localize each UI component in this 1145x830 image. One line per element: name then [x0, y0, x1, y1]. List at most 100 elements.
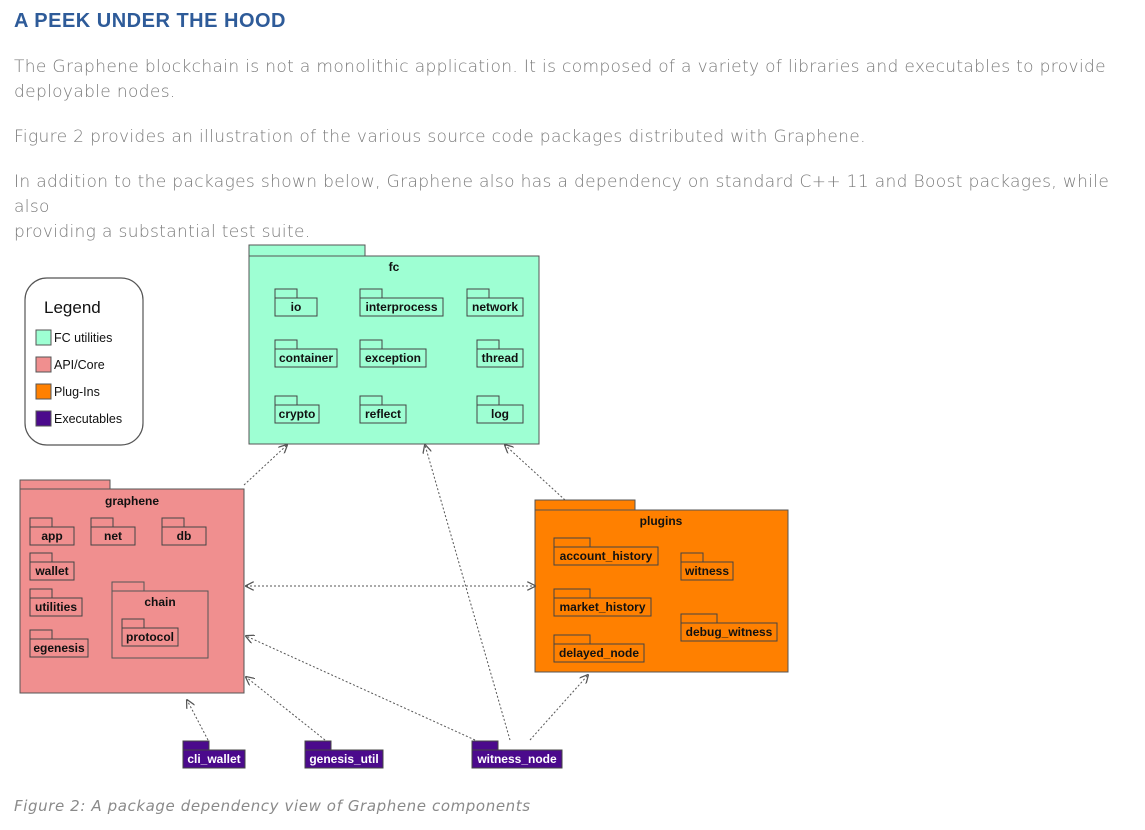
- executables: cli_wallet genesis_util witness_node: [182, 740, 563, 769]
- plugins-package-tab: [534, 499, 636, 511]
- dependency-arrows: [187, 445, 588, 741]
- package-label: utilities: [35, 600, 77, 614]
- paragraph-line: deployable nodes.: [14, 82, 176, 102]
- package-box: [90, 526, 136, 546]
- graphene-subpackages: app net db wallet utilities egenesis: [29, 517, 207, 658]
- package-app: app: [29, 517, 75, 546]
- package-label: io: [291, 300, 302, 314]
- package-thread: thread: [476, 339, 524, 368]
- package-interprocess: interprocess: [359, 288, 444, 317]
- package-tab: [29, 552, 53, 563]
- package-tab: [553, 634, 591, 645]
- package-network: network: [466, 288, 524, 317]
- package-label: crypto: [279, 407, 316, 421]
- fc-package-title: fc: [389, 260, 400, 274]
- package-tab: [274, 288, 298, 299]
- legend-title: Legend: [44, 298, 101, 317]
- package-tab: [274, 395, 298, 406]
- package-box: [553, 546, 659, 566]
- package-reflect: reflect: [359, 395, 407, 424]
- arrow-graphene-to-fc: [243, 445, 287, 486]
- legend-swatch-fc-utilities: [35, 329, 52, 346]
- package-tab: [274, 339, 298, 350]
- package-db: db: [161, 517, 207, 546]
- arrow-cli-wallet-to-graphene: [187, 700, 209, 741]
- legend-swatch-executables: [35, 410, 52, 427]
- package-label: db: [177, 529, 192, 543]
- package-tab: [359, 288, 383, 299]
- chain-package-tab: [111, 581, 145, 592]
- package-box: [553, 643, 645, 663]
- package-label: net: [104, 529, 122, 543]
- package-debug-witness: debug_witness: [680, 613, 778, 642]
- package-box: [161, 526, 207, 546]
- package-label: network: [472, 300, 518, 314]
- legend: Legend FC utilitiesAPI/CorePlug-InsExecu…: [24, 277, 144, 446]
- package-box: [29, 561, 75, 581]
- chain-package: chain protocol: [111, 581, 209, 659]
- arrow-plugins-to-fc: [505, 445, 566, 501]
- fc-package-tab: [248, 244, 366, 257]
- package-tab: [29, 517, 53, 528]
- package-egenesis: egenesis: [29, 629, 89, 658]
- section-heading: A PEEK UNDER THE HOOD: [14, 10, 287, 32]
- package-tab: [182, 740, 210, 751]
- package-box: [359, 297, 444, 317]
- package-market-history: market_history: [553, 588, 652, 617]
- paragraph-line: Figure 2 provides an illustration of the…: [14, 127, 866, 147]
- package-tab: [359, 339, 383, 350]
- paragraph-line: In addition to the packages shown below,…: [14, 172, 1110, 217]
- package-label: delayed_node: [559, 646, 639, 660]
- package-label: witness_node: [476, 752, 557, 766]
- package-label: reflect: [365, 407, 401, 421]
- plugins-package: plugins account_historywitnessmarket_his…: [534, 499, 789, 673]
- package-box: [182, 749, 246, 769]
- package-wallet: wallet: [29, 552, 75, 581]
- package-protocol: protocol: [121, 618, 179, 647]
- package-utilities: utilities: [29, 588, 83, 617]
- arrow-witness-node-to-graphene: [246, 636, 476, 741]
- package-dependency-diagram: Legend FC utilitiesAPI/CorePlug-InsExecu…: [19, 244, 789, 769]
- package-label: log: [491, 407, 509, 421]
- graphene-package-tab: [19, 479, 111, 490]
- package-box: [274, 297, 318, 317]
- package-tab: [29, 629, 53, 640]
- legend-swatch-api-core: [35, 356, 52, 373]
- package-tab: [476, 339, 500, 350]
- package-account-history: account_history: [553, 537, 659, 566]
- dependencies-paragraph: In addition to the packages shown below,…: [14, 170, 1145, 245]
- package-container: container: [274, 339, 338, 368]
- figure-caption: Figure 2: A package dependency view of G…: [14, 797, 531, 815]
- package-genesis-util: genesis_util: [304, 740, 384, 769]
- package-box: [359, 348, 427, 368]
- figure-reference-paragraph: Figure 2 provides an illustration of the…: [14, 125, 866, 150]
- package-label: witness: [684, 564, 729, 578]
- legend-box: [24, 277, 144, 446]
- package-tab: [29, 588, 53, 599]
- package-tab: [680, 552, 704, 563]
- package-witness-node: witness_node: [471, 740, 563, 769]
- package-label: protocol: [126, 630, 174, 644]
- package-tab: [471, 740, 499, 751]
- package-box: [476, 348, 524, 368]
- package-label: exception: [365, 351, 421, 365]
- intro-paragraph: The Graphene blockchain is not a monolit…: [14, 55, 1106, 105]
- package-box: [29, 526, 75, 546]
- package-log: log: [476, 395, 524, 424]
- package-label: egenesis: [33, 641, 85, 655]
- package-box: [553, 597, 652, 617]
- package-crypto: crypto: [274, 395, 320, 424]
- package-label: account_history: [560, 549, 653, 563]
- package-box: [680, 561, 734, 581]
- legend-label: API/Core: [54, 358, 105, 372]
- package-box: [121, 627, 179, 647]
- legend-swatch-plug-ins: [35, 383, 52, 400]
- package-io: io: [274, 288, 318, 317]
- package-delayed-node: delayed_node: [553, 634, 645, 663]
- package-tab: [466, 288, 490, 299]
- package-box: [471, 749, 563, 769]
- package-witness: witness: [680, 552, 734, 581]
- arrow-witness-node-to-fc: [425, 445, 511, 741]
- package-label: cli_wallet: [187, 752, 240, 766]
